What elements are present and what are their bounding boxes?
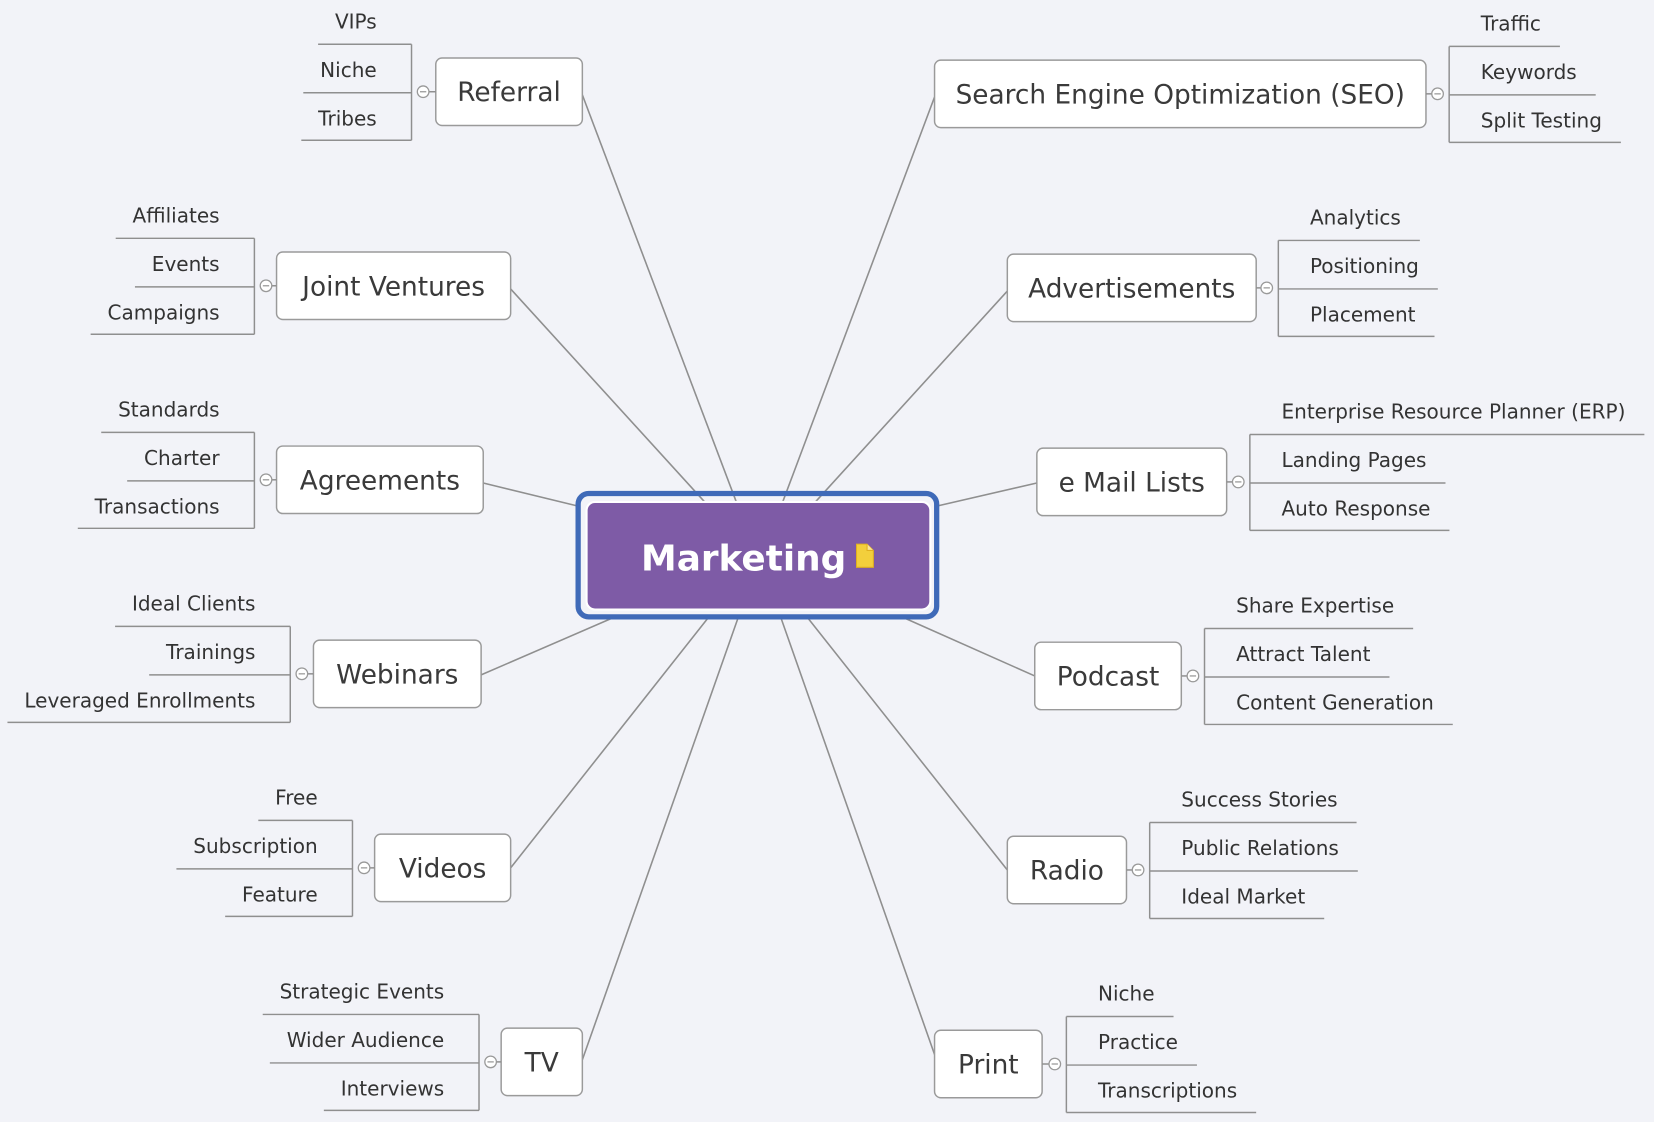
topic-e-mail-lists[interactable]: e Mail Lists xyxy=(1036,447,1228,517)
connector-line xyxy=(901,616,1036,677)
subtopic-wider-audience[interactable]: Wider Audience xyxy=(287,1028,444,1052)
central-topic-selection xyxy=(575,490,940,620)
topic-label: Videos xyxy=(399,854,487,884)
topic-podcast[interactable]: Podcast xyxy=(1034,641,1183,711)
topic-label: TV xyxy=(524,1048,559,1078)
central-topic-label: Marketing xyxy=(641,538,846,579)
connector-line xyxy=(510,616,710,869)
topic-label: Joint Ventures xyxy=(300,272,485,302)
connector-line xyxy=(806,616,1008,871)
subtopic-keywords[interactable]: Keywords xyxy=(1481,60,1577,84)
subtopic-ideal-market[interactable]: Ideal Market xyxy=(1181,885,1305,909)
topic-agreements[interactable]: Agreements xyxy=(275,445,484,515)
subtopic-group: Enterprise Resource Planner (ERP) Landing… xyxy=(1226,400,1645,532)
subtopic-placement[interactable]: Placement xyxy=(1310,303,1416,327)
connector-line xyxy=(936,482,1038,507)
connector-layer xyxy=(480,94,1038,1061)
subtopic-share-expertise[interactable]: Share Expertise xyxy=(1236,594,1394,618)
subtopic-content-generation[interactable]: Content Generation xyxy=(1236,691,1434,715)
connector-line xyxy=(510,288,706,503)
topic-tv[interactable]: TV xyxy=(500,1027,584,1097)
subtopic-analytics[interactable]: Analytics xyxy=(1310,206,1401,230)
subtopic-public-relations[interactable]: Public Relations xyxy=(1181,836,1339,860)
subtopic-enterprise-resource-planner-erp[interactable]: Enterprise Resource Planner (ERP) xyxy=(1281,400,1625,424)
subtopic-split-testing[interactable]: Split Testing xyxy=(1481,109,1602,133)
subtopic-attract-talent[interactable]: Attract Talent xyxy=(1236,642,1370,666)
topic-videos[interactable]: Videos xyxy=(373,833,512,903)
subtopic-niche[interactable]: Niche xyxy=(320,58,377,82)
topic-joint-ventures[interactable]: Joint Ventures xyxy=(275,251,512,321)
subtopic-vips[interactable]: VIPs xyxy=(335,9,377,33)
connector-line xyxy=(581,94,738,503)
subtopic-feature[interactable]: Feature xyxy=(242,883,318,907)
topic-label: Print xyxy=(958,1050,1019,1080)
subtopic-events[interactable]: Events xyxy=(152,252,220,276)
subtopic-free[interactable]: Free xyxy=(275,786,317,810)
connector-line xyxy=(581,616,740,1061)
subtopic-ideal-clients[interactable]: Ideal Clients xyxy=(132,592,255,616)
subtopic-traffic[interactable]: Traffic xyxy=(1480,12,1541,36)
subtopic-positioning[interactable]: Positioning xyxy=(1310,254,1419,278)
subtopic-success-stories[interactable]: Success Stories xyxy=(1181,788,1337,812)
subtopic-strategic-events[interactable]: Strategic Events xyxy=(280,980,445,1004)
topic-search-engine-optimization-seo[interactable]: Search Engine Optimization (SEO) xyxy=(933,59,1427,129)
subtopic-charter[interactable]: Charter xyxy=(144,446,220,470)
topic-label: Webinars xyxy=(336,660,458,690)
subtopic-leveraged-enrollments[interactable]: Leveraged Enrollments xyxy=(24,689,255,713)
subtopic-standards[interactable]: Standards xyxy=(118,398,220,422)
subtopic-landing-pages[interactable]: Landing Pages xyxy=(1281,448,1426,472)
subtopic-practice[interactable]: Practice xyxy=(1098,1030,1178,1054)
topic-radio[interactable]: Radio xyxy=(1006,835,1128,905)
subtopic-auto-response[interactable]: Auto Response xyxy=(1281,497,1430,521)
connector-line xyxy=(483,482,579,507)
subtopic-interviews[interactable]: Interviews xyxy=(341,1077,444,1101)
topic-label: Podcast xyxy=(1057,662,1160,692)
central-topic[interactable]: Marketing xyxy=(575,490,940,620)
topic-print[interactable]: Print xyxy=(933,1029,1043,1099)
topic-label: Advertisements xyxy=(1028,274,1235,304)
topic-label: e Mail Lists xyxy=(1059,468,1205,498)
subtopic-transactions[interactable]: Transactions xyxy=(94,495,220,519)
connector-line xyxy=(779,616,936,1055)
topic-label: Agreements xyxy=(300,466,460,496)
note-icon[interactable] xyxy=(855,543,874,568)
connector-line xyxy=(781,96,936,503)
topic-label: Radio xyxy=(1030,856,1104,886)
topic-label: Referral xyxy=(457,78,561,108)
subtopic-subscription[interactable]: Subscription xyxy=(193,834,317,858)
topic-referral[interactable]: Referral xyxy=(435,57,584,127)
topic-label: Search Engine Optimization (SEO) xyxy=(956,80,1405,110)
subtopic-affiliates[interactable]: Affiliates xyxy=(133,204,220,228)
topic-webinars[interactable]: Webinars xyxy=(312,639,482,709)
subtopic-trainings[interactable]: Trainings xyxy=(165,640,255,664)
connector-line xyxy=(814,290,1008,503)
central-topic-box xyxy=(585,500,932,611)
subtopic-niche[interactable]: Niche xyxy=(1098,982,1155,1006)
subtopic-campaigns[interactable]: Campaigns xyxy=(108,301,220,325)
subtopic-tribes[interactable]: Tribes xyxy=(317,106,377,130)
subtopic-transcriptions[interactable]: Transcriptions xyxy=(1097,1079,1237,1103)
connector-line xyxy=(480,616,616,676)
topic-advertisements[interactable]: Advertisements xyxy=(1006,253,1257,323)
